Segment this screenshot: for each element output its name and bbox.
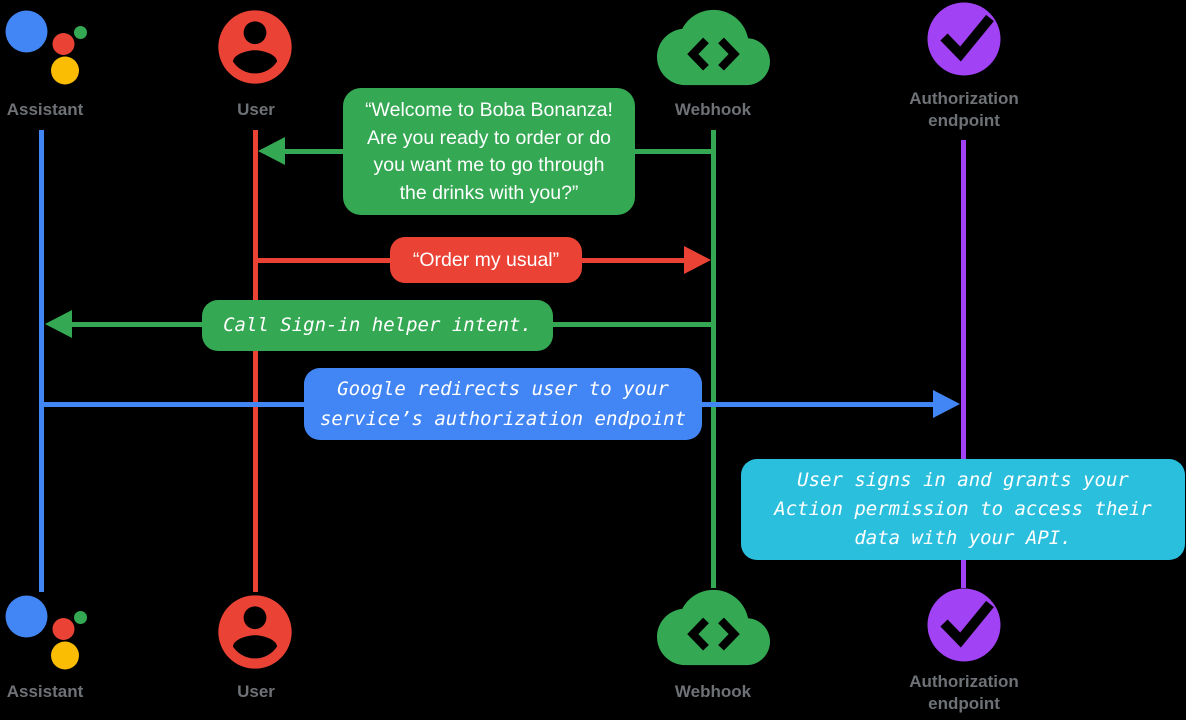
assistant-lifeline: [39, 130, 44, 592]
user-person-icon: [211, 3, 299, 96]
webhook-cloud-code-icon: [657, 571, 770, 689]
redirect-arrowhead-icon: [933, 390, 960, 418]
order-message-arrowhead-icon: [684, 246, 711, 274]
grant-permission-note: User signs in and grants your Action per…: [741, 459, 1185, 560]
welcome-message-arrowhead-icon: [258, 137, 285, 165]
webhook-lifeline: [711, 130, 716, 588]
redirect-bubble: Google redirects user to your service’s …: [304, 368, 702, 440]
user-label: User: [237, 682, 275, 701]
google-assistant-icon: [0, 585, 95, 685]
signin-intent-bubble: Call Sign-in helper intent.: [202, 300, 553, 351]
signin-intent-arrowhead-icon: [45, 310, 72, 338]
assistant-label: Assistant: [6, 682, 84, 701]
authorization-check-circle-icon: [924, 0, 1004, 84]
webhook-label: Webhook: [674, 682, 752, 701]
authorization-endpoint-label: Authorization endpoint: [909, 89, 1019, 130]
user-person-icon: [211, 588, 299, 681]
authorization-endpoint-label: Authorization endpoint: [909, 672, 1019, 713]
webhook-cloud-code-icon: [657, 0, 770, 109]
authorization-endpoint-lifeline: [961, 140, 966, 588]
welcome-message-bubble: “Welcome to Boba Bonanza! Are you ready …: [343, 88, 635, 215]
assistant-label: Assistant: [6, 100, 84, 119]
authorization-check-circle-icon: [924, 585, 1004, 670]
google-assistant-icon: [0, 0, 95, 100]
order-message-bubble: “Order my usual”: [390, 237, 582, 283]
user-lifeline: [253, 130, 258, 592]
webhook-label: Webhook: [674, 100, 752, 119]
user-label: User: [237, 100, 275, 119]
